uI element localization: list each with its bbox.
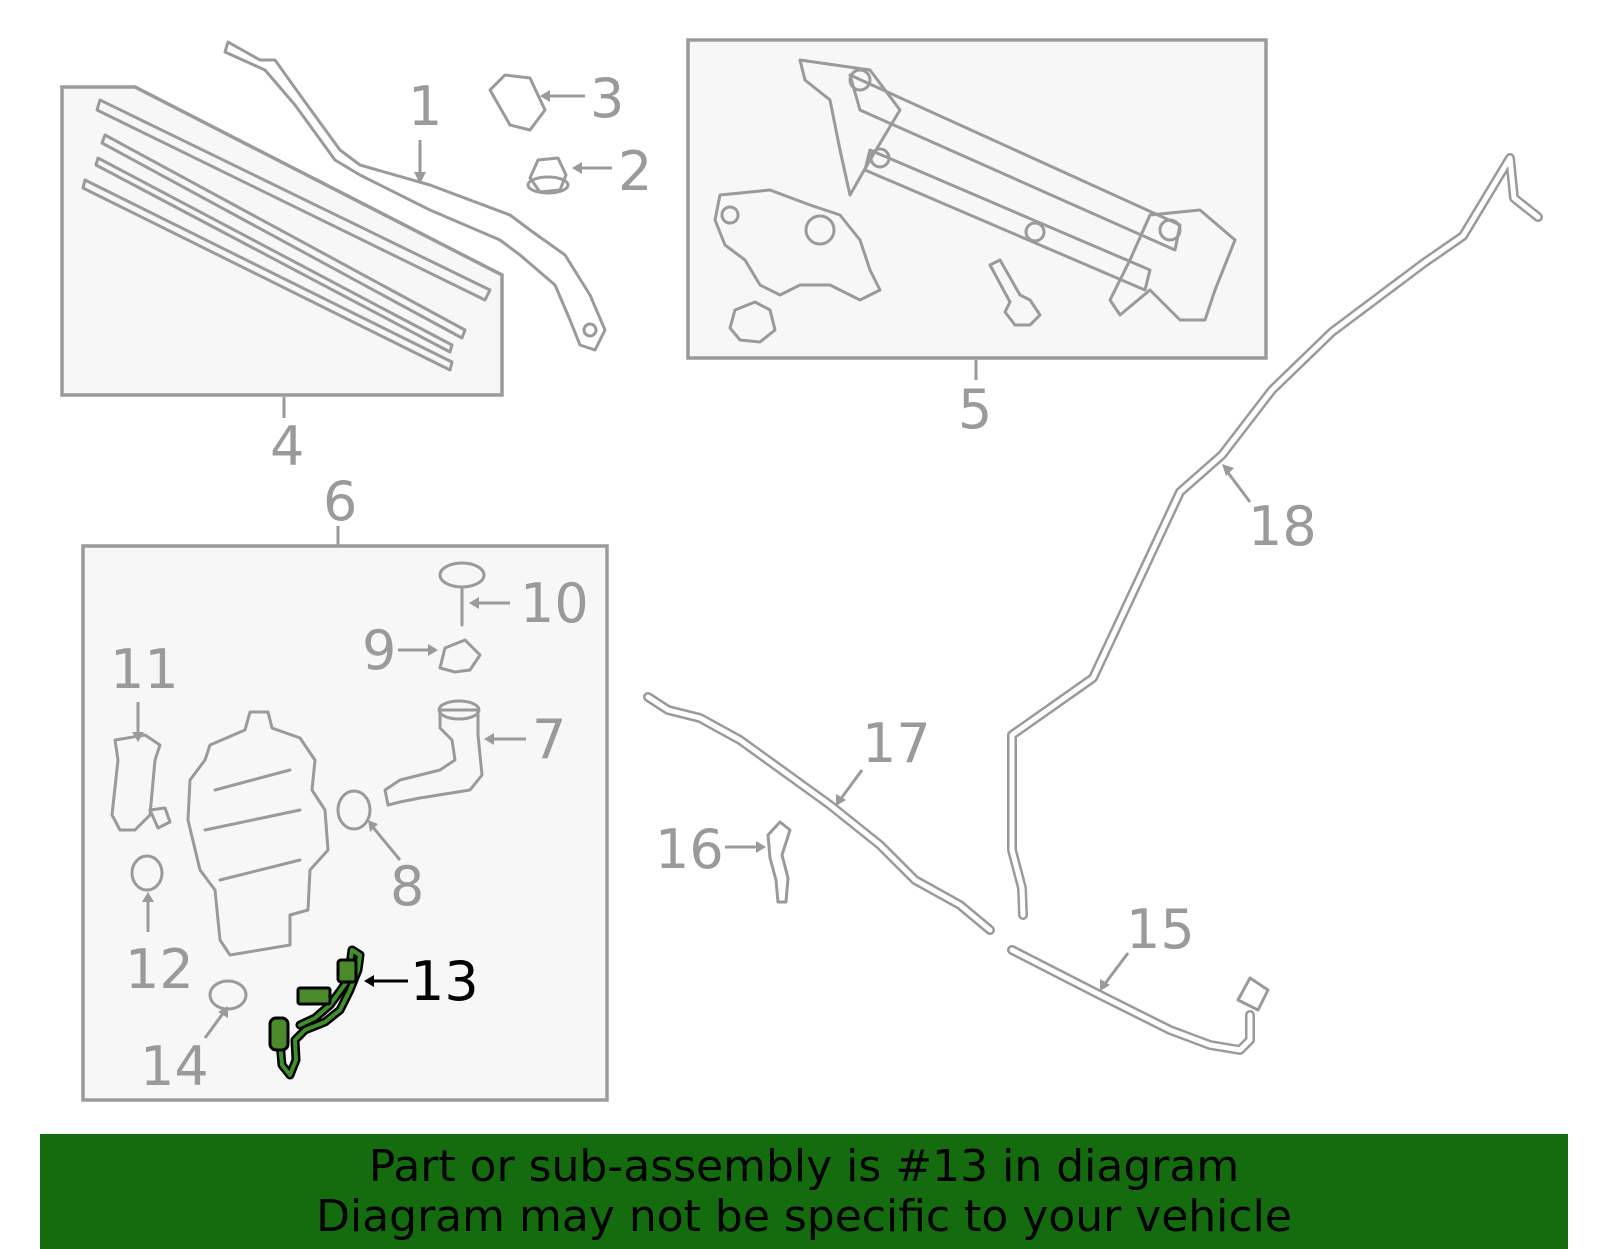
leader-lines	[132, 597, 526, 1039]
callout-7: 7	[532, 708, 566, 771]
washer-hose-15	[1007, 945, 1270, 1055]
callout-12: 12	[125, 938, 194, 1001]
callout-9: 9	[362, 619, 396, 682]
motor-linkage-box	[686, 38, 1268, 380]
callout-10: 10	[520, 572, 589, 635]
callout-13: 13	[410, 950, 479, 1013]
callout-18: 18	[1248, 495, 1317, 558]
washer-nozzle	[725, 820, 792, 904]
callout-6: 6	[323, 470, 357, 533]
callout-17: 17	[862, 712, 931, 775]
wiper-blade-box	[60, 85, 504, 418]
callout-16: 16	[655, 818, 724, 881]
callout-5: 5	[958, 378, 992, 441]
callout-8: 8	[390, 855, 424, 918]
notice-banner: Part or sub-assembly is #13 in diagram D…	[40, 1134, 1568, 1249]
callout-2: 2	[618, 140, 652, 203]
callout-11: 11	[110, 638, 179, 701]
callout-4: 4	[270, 415, 304, 478]
callout-15: 15	[1126, 898, 1195, 961]
washer-hose-17	[643, 692, 995, 935]
banner-line-1: Part or sub-assembly is #13 in diagram	[368, 1140, 1240, 1192]
wiper-arm	[223, 40, 607, 352]
diagram-canvas: 1 2 3 4 5 6 7 8 9 10 11 12 13 14 15 16 1…	[60, 38, 1543, 1102]
washer-hose-18	[1007, 153, 1543, 920]
banner-line-2: Diagram may not be specific to your vehi…	[316, 1190, 1292, 1242]
arm-cap	[488, 73, 585, 132]
callout-3: 3	[590, 67, 624, 130]
callout-labels: 1 2 3 4 5 6 7 8 9 10 11 12 13 14 15 16 1…	[110, 67, 1317, 1098]
callout-1: 1	[408, 75, 442, 138]
callout-14: 14	[140, 1035, 209, 1098]
arm-nut	[526, 156, 612, 195]
highlighted-part-13	[268, 945, 408, 1080]
